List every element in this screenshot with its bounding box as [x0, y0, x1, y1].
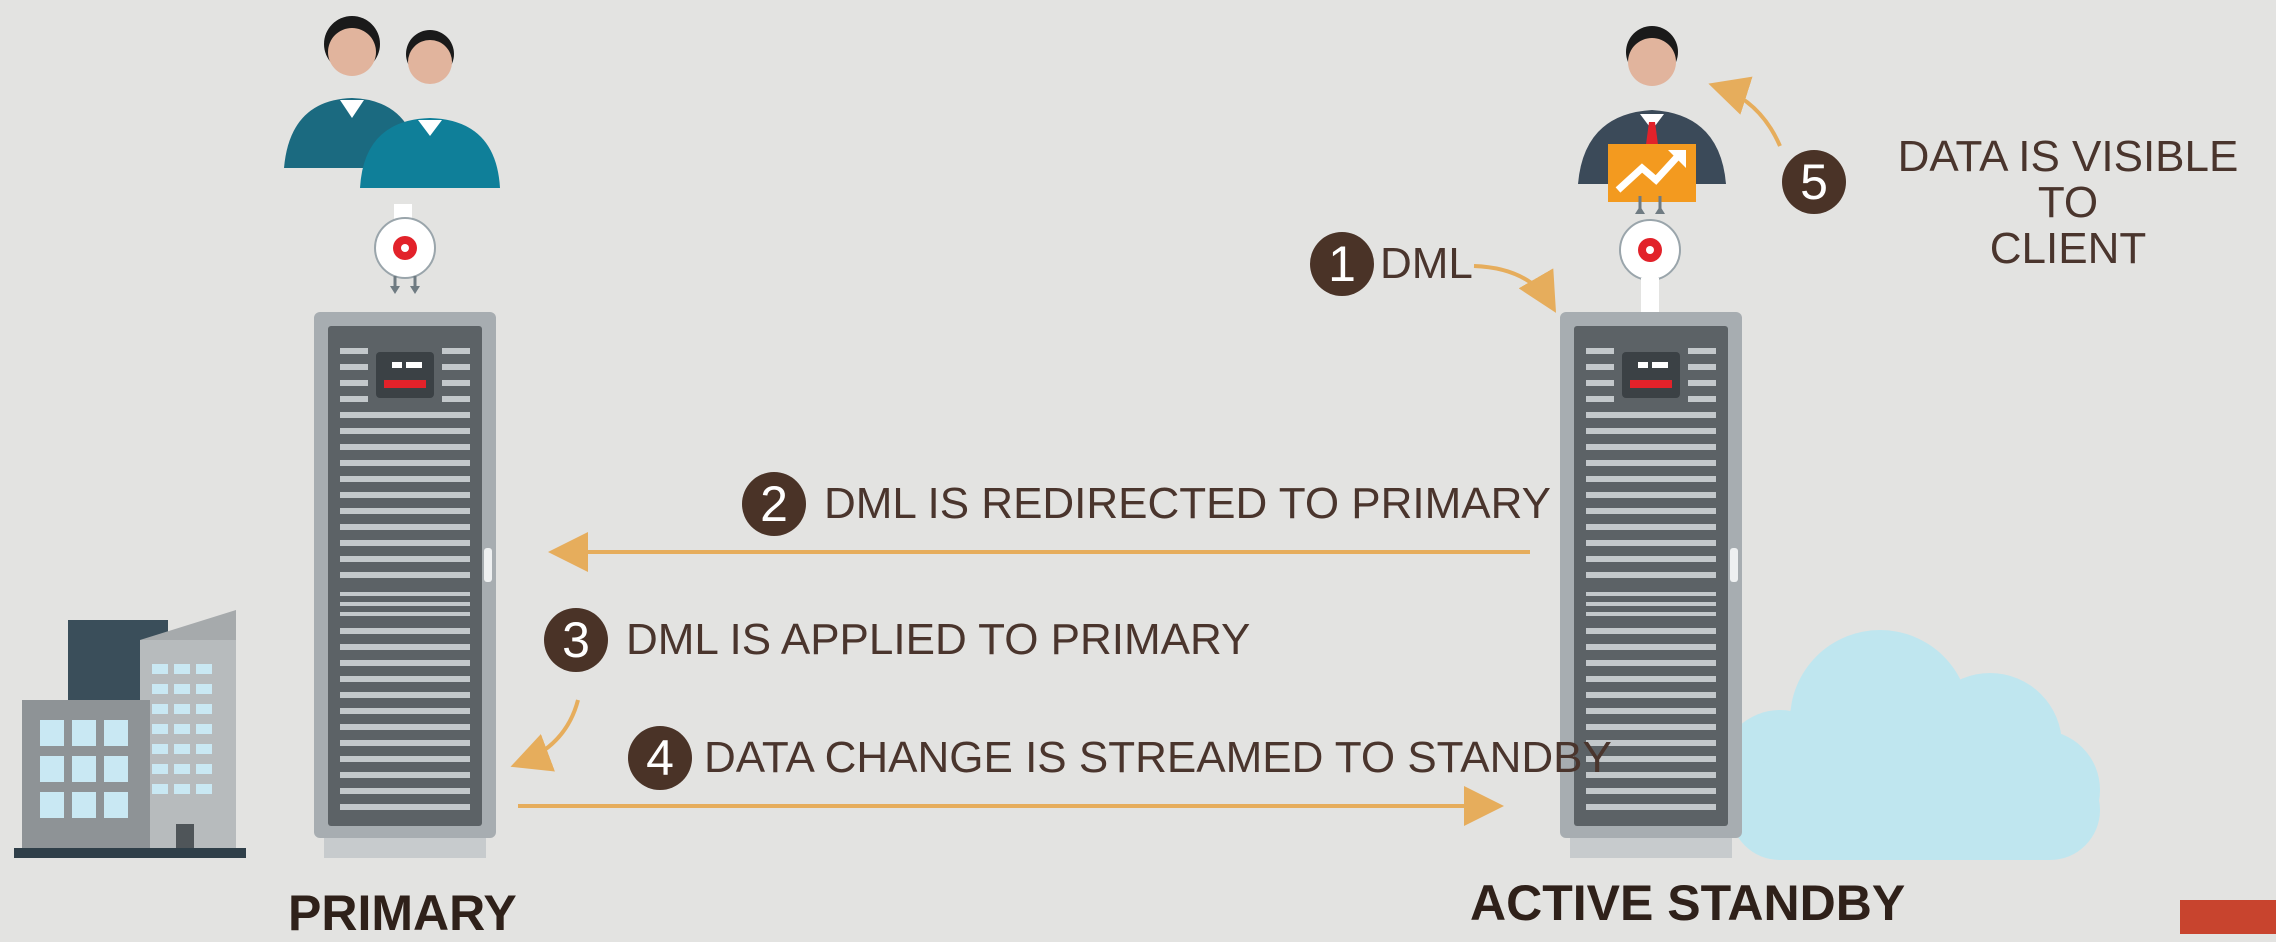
step-5: 5 — [1782, 150, 1868, 214]
step-5-text: DATA IS VISIBLE TO CLIENT — [1868, 134, 2268, 272]
step-text: DML IS APPLIED TO PRIMARY — [626, 615, 1251, 664]
standby-server-icon — [1560, 312, 1742, 858]
building-icon — [14, 610, 246, 858]
step-badge: 1 — [1310, 232, 1374, 296]
step-badge: 2 — [742, 472, 806, 536]
apply-arrow — [510, 699, 580, 772]
step-text: DML IS REDIRECTED TO PRIMARY — [824, 479, 1551, 528]
step-text-line: DATA IS VISIBLE TO — [1897, 132, 2239, 227]
step-text: DML — [1380, 239, 1473, 288]
corner-accent — [2180, 900, 2276, 934]
step-1: 1 DML — [1310, 232, 1473, 296]
primary-label: PRIMARY — [288, 885, 517, 941]
standby-label: ACTIVE STANDBY — [1470, 875, 1906, 931]
primary-server-icon — [314, 312, 496, 858]
step-2: 2 DML IS REDIRECTED TO PRIMARY — [742, 472, 1551, 536]
gear-connector-icon — [374, 204, 436, 294]
business-user-icon — [1578, 26, 1726, 202]
step-badge: 4 — [628, 726, 692, 790]
dml-arrow — [1473, 264, 1557, 313]
step-4: 4 DATA CHANGE IS STREAMED TO STANDBY — [628, 726, 1612, 790]
step-text-line: CLIENT — [1989, 224, 2147, 273]
step-badge: 5 — [1782, 150, 1846, 214]
step-badge: 3 — [544, 608, 608, 672]
gear-connector-icon — [1619, 196, 1681, 312]
visible-arrow — [1708, 76, 1782, 147]
step-text: DATA CHANGE IS STREAMED TO STANDBY — [704, 733, 1612, 782]
step-3: 3 DML IS APPLIED TO PRIMARY — [544, 608, 1250, 672]
users-icon — [284, 16, 500, 188]
cloud-icon — [1720, 630, 2100, 860]
